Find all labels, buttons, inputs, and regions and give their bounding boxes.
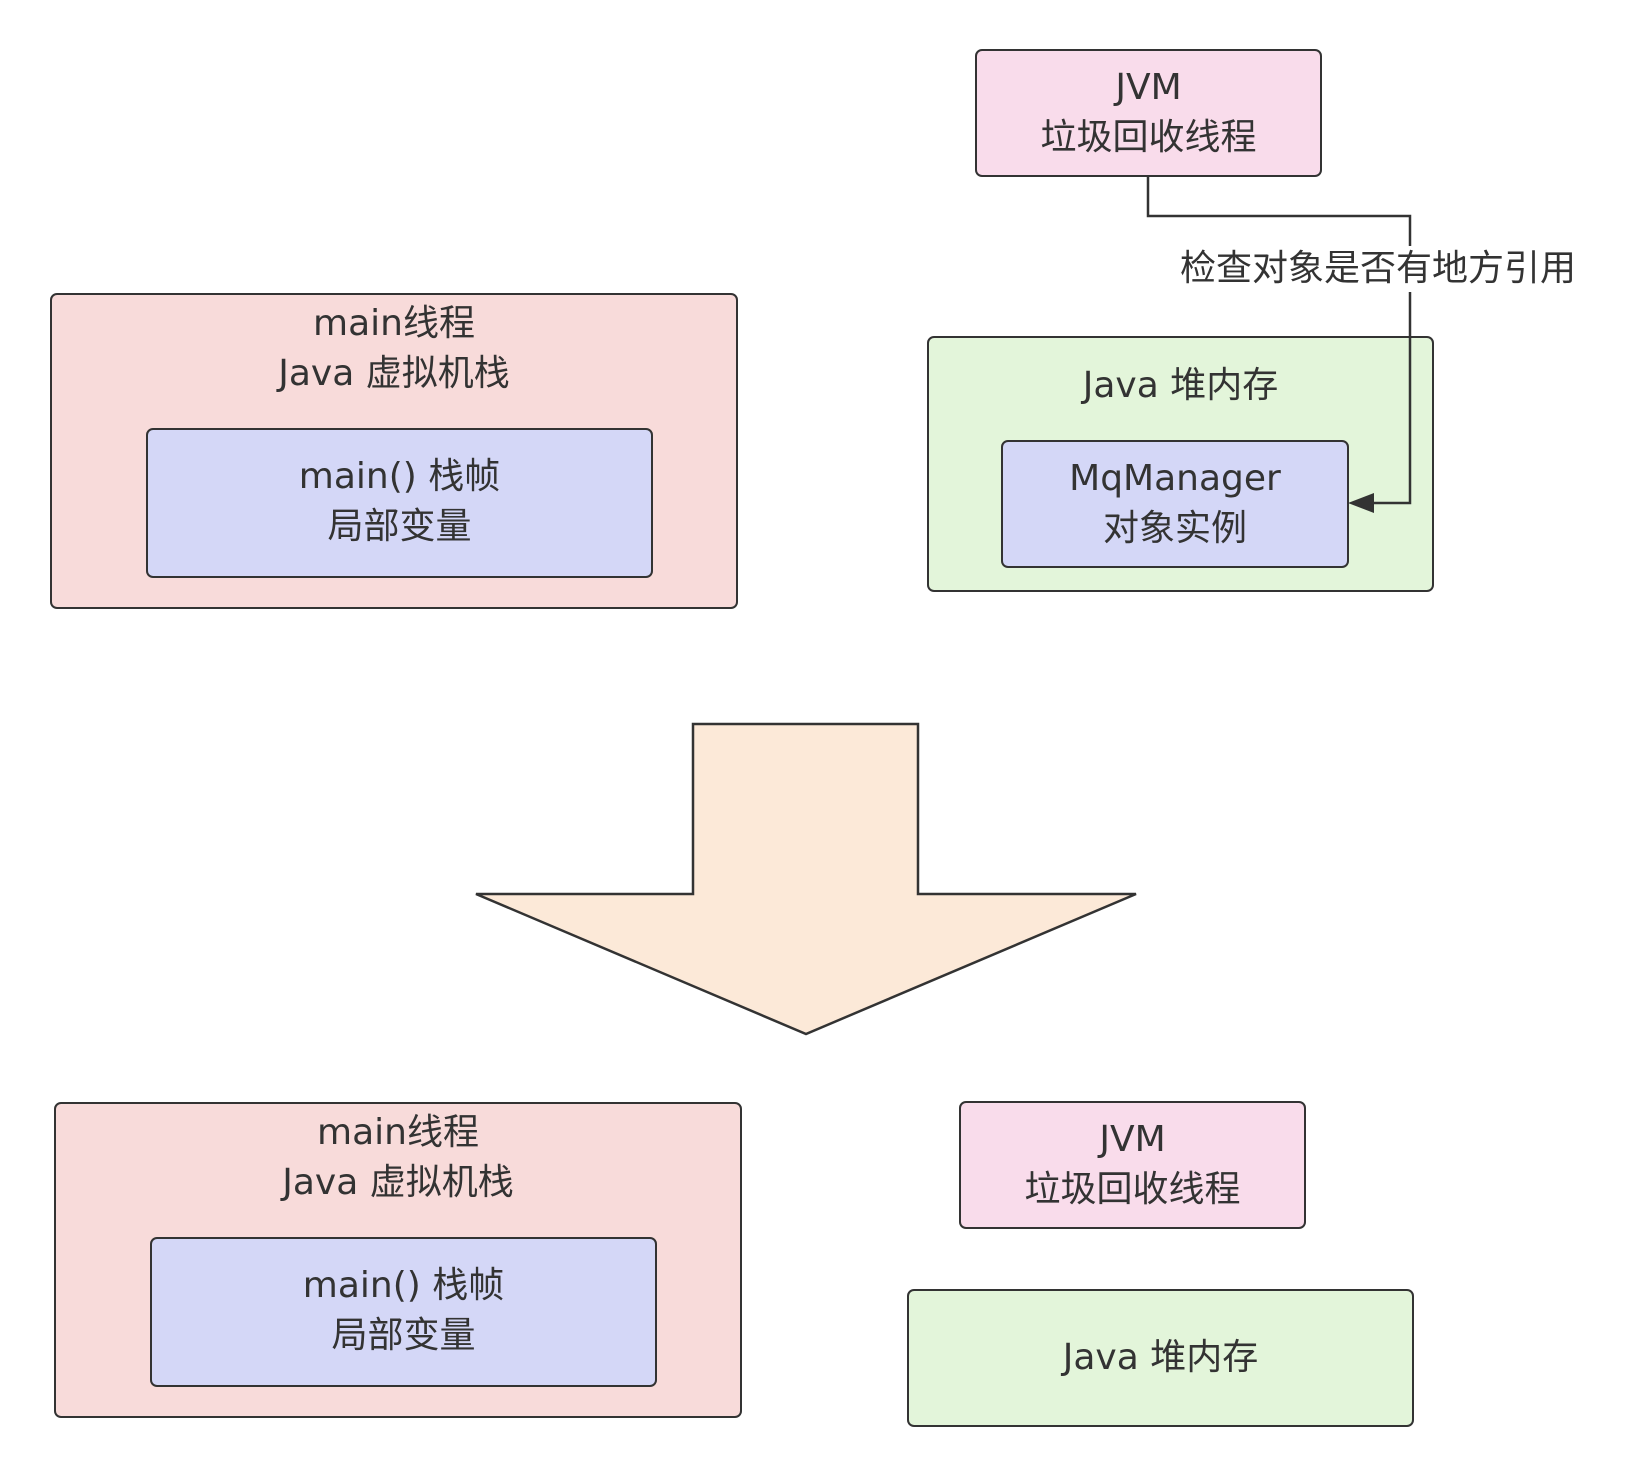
jvm-stack-title: Java 虚拟机栈 bbox=[278, 353, 510, 394]
gc-thread-label: 垃圾回收线程 bbox=[1040, 117, 1257, 158]
java-heap-title: Java 堆内存 bbox=[1062, 1337, 1259, 1378]
java-heap-before: Java 堆内存 MqManager 对象实例 bbox=[927, 336, 1434, 592]
main-thread-title: main线程 bbox=[313, 303, 475, 344]
local-vars-label: 局部变量 bbox=[331, 1315, 476, 1356]
edge-label-check-references: 检查对象是否有地方引用 bbox=[1180, 246, 1577, 292]
gc-thread-before: JVM 垃圾回收线程 bbox=[975, 49, 1322, 177]
main-frame-before: main() 栈帧 局部变量 bbox=[146, 428, 653, 578]
connector-arrowhead bbox=[1348, 493, 1374, 513]
local-vars-label: 局部变量 bbox=[327, 506, 472, 547]
object-instance-label: 对象实例 bbox=[1102, 508, 1247, 549]
gc-thread-after: JVM 垃圾回收线程 bbox=[959, 1101, 1306, 1229]
main-frame-after: main() 栈帧 局部变量 bbox=[150, 1237, 657, 1387]
main-frame-title: main() 栈帧 bbox=[302, 1265, 505, 1306]
java-heap-title: Java 堆内存 bbox=[1082, 365, 1279, 406]
java-heap-after: Java 堆内存 bbox=[907, 1289, 1414, 1427]
main-thread-stack-after: main线程 Java 虚拟机栈 main() 栈帧 局部变量 bbox=[54, 1102, 742, 1418]
gc-thread-jvm-label: JVM bbox=[1115, 67, 1182, 108]
main-thread-stack-before: main线程 Java 虚拟机栈 main() 栈帧 局部变量 bbox=[50, 293, 738, 609]
gc-thread-jvm-label: JVM bbox=[1099, 1119, 1166, 1160]
gc-thread-label: 垃圾回收线程 bbox=[1024, 1169, 1241, 1210]
jvm-stack-title: Java 虚拟机栈 bbox=[282, 1162, 514, 1203]
mqmanager-object: MqManager 对象实例 bbox=[1001, 440, 1349, 568]
main-frame-title: main() 栈帧 bbox=[298, 456, 501, 497]
main-thread-title: main线程 bbox=[317, 1112, 479, 1153]
mqmanager-label: MqManager bbox=[1069, 458, 1281, 499]
